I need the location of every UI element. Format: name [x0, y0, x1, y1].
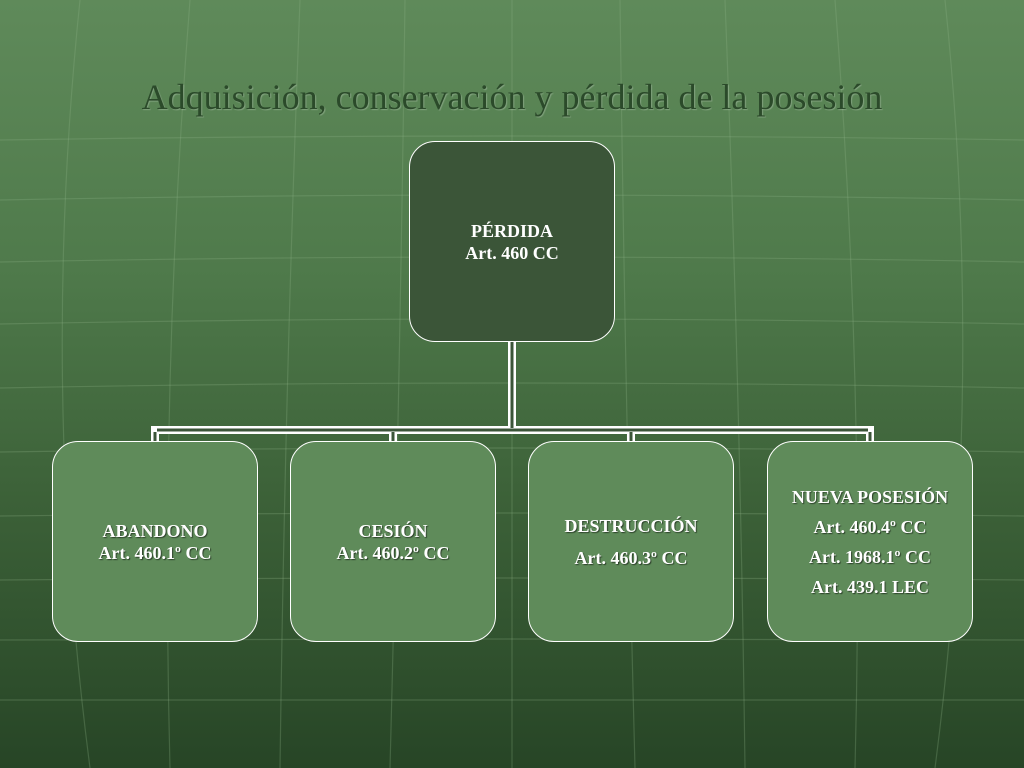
node-perdida-article: Art. 460 CC [465, 243, 559, 263]
node-cesion-title: CESIÓN [358, 520, 428, 541]
node-nueva-posesion-article-1: Art. 460.4º CC [813, 516, 927, 537]
node-destruccion: DESTRUCCIÓN Art. 460.3º CC [528, 441, 734, 642]
node-abandono-title: ABANDONO [102, 520, 208, 541]
node-nueva-posesion-title: NUEVA POSESIÓN [791, 486, 949, 507]
slide-title: Adquisición, conservación y pérdida de l… [141, 77, 883, 117]
node-destruccion-article: Art. 460.3º CC [574, 547, 688, 568]
node-perdida-title: PÉRDIDA [470, 221, 553, 241]
node-cesion: CESIÓN Art. 460.2º CC [290, 441, 496, 642]
node-destruccion-title: DESTRUCCIÓN [564, 515, 698, 536]
node-nueva-posesion: NUEVA POSESIÓN Art. 460.4º CC Art. 1968.… [767, 441, 973, 642]
node-perdida: PÉRDIDA Art. 460 CC [409, 141, 615, 342]
node-abandono-article: Art. 460.1º CC [98, 542, 212, 563]
node-abandono: ABANDONO Art. 460.1º CC [52, 441, 258, 642]
node-nueva-posesion-article-2: Art. 1968.1º CC [809, 546, 931, 567]
node-nueva-posesion-article-3: Art. 439.1 LEC [811, 576, 929, 597]
node-cesion-article: Art. 460.2º CC [336, 542, 450, 563]
